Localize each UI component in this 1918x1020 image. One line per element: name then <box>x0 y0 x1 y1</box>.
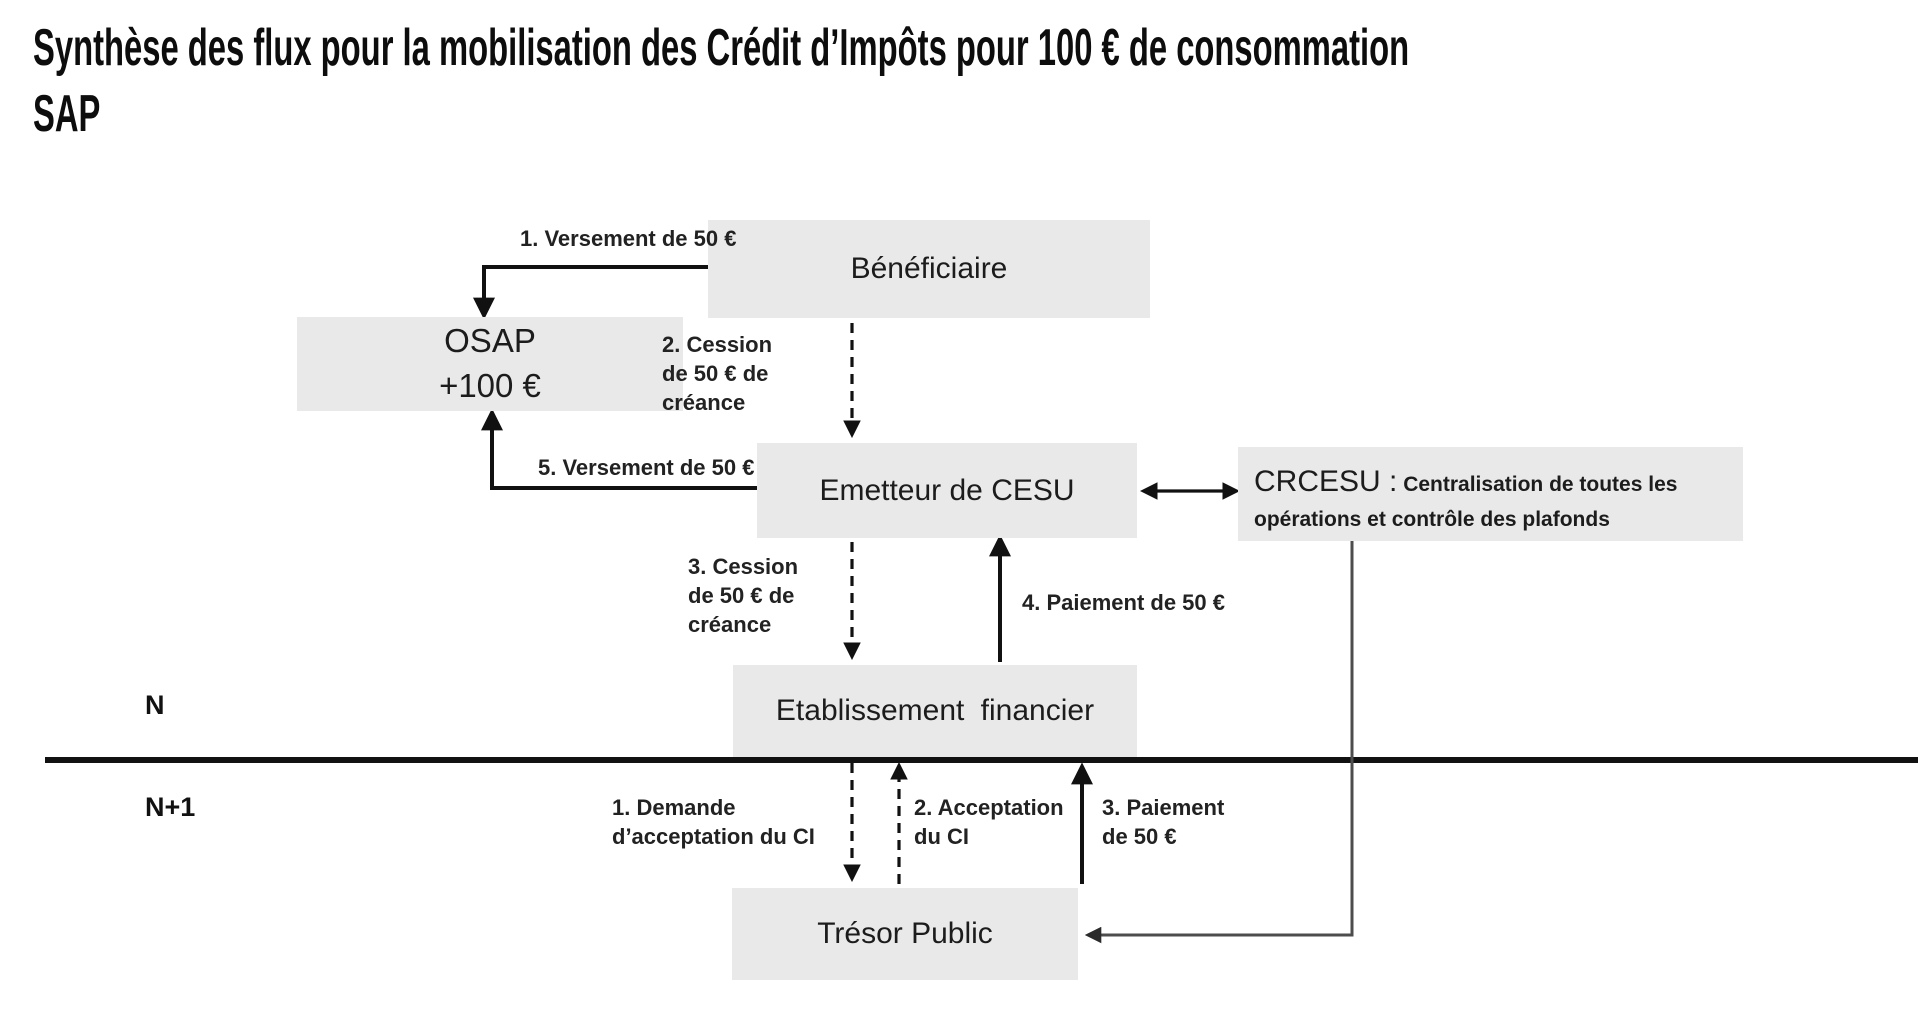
node-osap-label: OSAP <box>444 322 536 360</box>
node-etablissement-financier-label: Etablissement financier <box>775 694 1095 727</box>
node-crcesu-name: CRCESU : <box>1254 465 1398 498</box>
flow-label-cession-2: 2. Cession de 50 € de créance <box>662 332 773 416</box>
node-crcesu-desc: Centralisation de toutes les opérations … <box>1254 473 1678 531</box>
node-beneficiaire: Bénéficiaire <box>708 220 1150 318</box>
node-tresor-public: Trésor Public <box>732 888 1078 980</box>
node-tresor-public-label: Trésor Public <box>817 917 993 950</box>
node-crcesu: CRCESU : Centralisation de toutes les op… <box>1238 447 1743 541</box>
node-beneficiaire-label: Bénéficiaire <box>850 252 1008 285</box>
node-etablissement-financier: Etablissement financier <box>733 665 1137 757</box>
node-emetteur-cesu: Emetteur de CESU <box>757 443 1137 538</box>
flow-label-paiement-3: 3. Paiement de 50 € <box>1102 795 1225 850</box>
flow-label-acceptation-2: 2. Acceptation du CI <box>914 795 1064 850</box>
timeline-label-n: N <box>145 690 165 720</box>
page-title-line2: SAP <box>33 84 101 143</box>
page-title-line1: Synthèse des flux pour la mobilisation d… <box>33 19 1410 77</box>
node-emetteur-cesu-label: Emetteur de CESU <box>819 473 1075 507</box>
flow-label-cession-3: 3. Cession de 50 € de créance <box>688 554 799 638</box>
arrow-versement-1 <box>473 265 708 320</box>
node-osap-amount: +100 € <box>439 367 541 404</box>
flow-label-versement-1: 1. Versement de 50 € <box>520 226 737 251</box>
flow-label-versement-5: 5. Versement de 50 € <box>538 455 755 480</box>
node-osap: OSAP +100 € <box>297 317 683 411</box>
page-title: Synthèse des flux pour la mobilisation d… <box>33 16 1409 147</box>
flow-label-demande-1: 1. Demande d’acceptation du CI <box>612 795 815 850</box>
flow-label-paiement-4: 4. Paiement de 50 € <box>1022 590 1225 615</box>
timeline-label-n-plus-1: N+1 <box>145 792 196 822</box>
